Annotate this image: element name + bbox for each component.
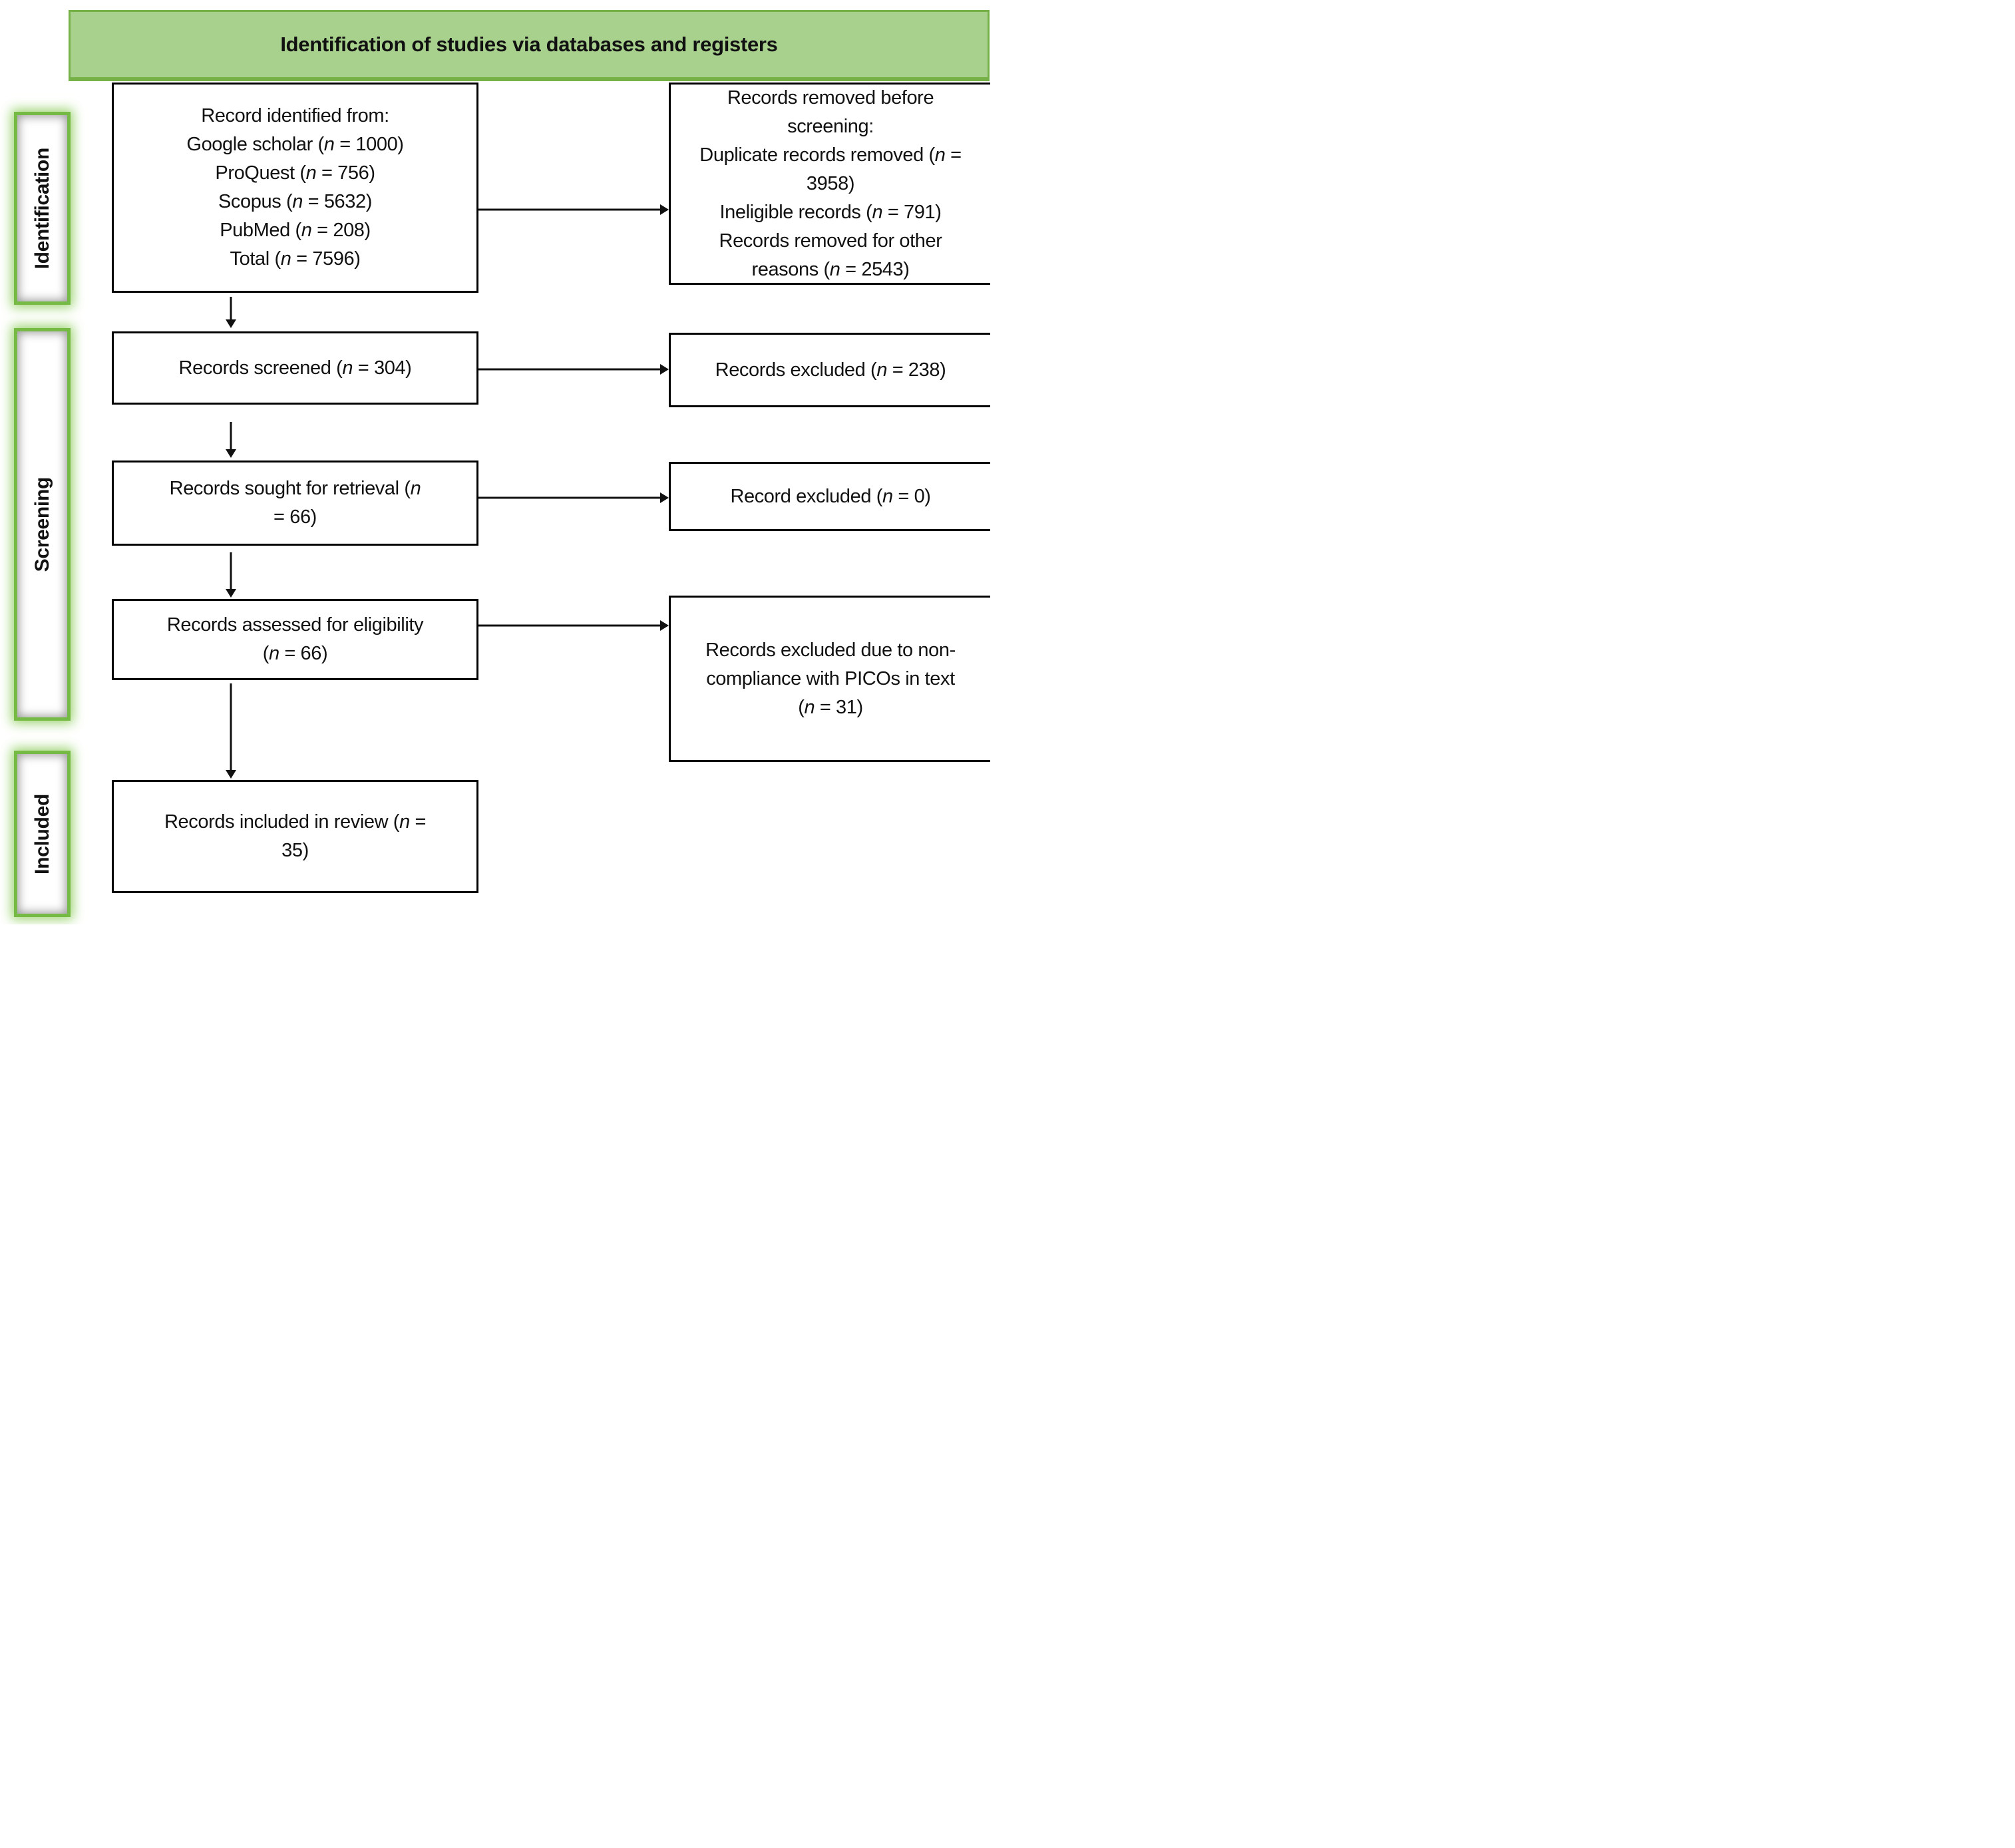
box-records-excluded-pico: Records excluded due to non-compliance w… (669, 596, 990, 762)
arrow-screened-to-sought (225, 422, 237, 458)
arrow-sought-to-excluded (478, 492, 669, 504)
box-records-excluded-screening: Records excluded (n = 238) (669, 333, 990, 407)
box-text-line: Records screened (n = 304) (178, 357, 412, 379)
box-text-line: 35) (281, 840, 309, 861)
box-records-identified: Record identified from: Google scholar (n… (112, 83, 478, 293)
stage-label-identification: Identification (14, 112, 71, 305)
box-text-line: screening: (787, 115, 874, 137)
box-text-line: = 66) (274, 506, 317, 528)
stage-label-identification-text: Identification (31, 147, 53, 270)
box-records-screened: Records screened (n = 304) (112, 331, 478, 405)
box-text-line: Record excluded (n = 0) (730, 485, 931, 507)
box-text-line: Records removed for other (719, 230, 942, 252)
arrow-screened-to-excluded (478, 363, 669, 375)
box-text-line: Records removed before (727, 87, 934, 108)
box-text-line: Records included in review (n = (164, 811, 426, 832)
box-record-excluded-retrieval: Record excluded (n = 0) (669, 462, 990, 531)
arrow-assessed-to-included (225, 683, 237, 779)
box-records-included-review: Records included in review (n = 35) (112, 780, 478, 893)
stage-label-screening: Screening (14, 328, 71, 721)
box-text-line: Records assessed for eligibility (166, 614, 424, 636)
box-text-line: Scopus (n = 5632) (218, 191, 372, 212)
box-text-line: Record identified from: (201, 105, 389, 126)
box-text-line: reasons (n = 2543) (751, 258, 910, 280)
box-text-line: Duplicate records removed (n = (699, 144, 962, 166)
box-text-line: compliance with PICOs in text (706, 667, 955, 689)
prisma-flow-diagram: Identification of studies via databases … (0, 0, 1008, 924)
arrow-identified-to-screened (225, 297, 237, 328)
stage-label-included-text: Included (31, 793, 53, 874)
box-records-sought-retrieval: Records sought for retrieval (n = 66) (112, 461, 478, 546)
box-text-line: ProQuest (n = 756) (215, 162, 375, 184)
box-text-line: Google scholar (n = 1000) (186, 134, 404, 155)
stage-label-screening-text: Screening (31, 476, 53, 572)
box-text-line: PubMed (n = 208) (220, 220, 371, 241)
diagram-header: Identification of studies via databases … (69, 10, 990, 81)
arrow-sought-to-assessed (225, 552, 237, 598)
arrow-identified-to-removed (478, 204, 669, 216)
box-records-removed-before-screening: Records removed before screening: Duplicat… (669, 83, 990, 285)
stage-label-included: Included (14, 751, 71, 917)
box-text-line: Records sought for retrieval (n (169, 478, 421, 499)
diagram-title: Identification of studies via databases … (280, 33, 778, 56)
box-text-line: 3958) (806, 172, 855, 194)
box-text-line: Ineligible records (n = 791) (719, 201, 942, 223)
arrow-assessed-to-excluded (478, 620, 669, 632)
box-text-line: (n = 31) (798, 696, 863, 718)
box-records-assessed-eligibility: Records assessed for eligibility (n = 66) (112, 599, 478, 680)
box-text-line: Total (n = 7596) (230, 248, 361, 270)
box-text-line: Records excluded due to non- (705, 639, 956, 661)
box-text-line: (n = 66) (262, 643, 328, 664)
box-text-line: Records excluded (n = 238) (715, 359, 946, 381)
